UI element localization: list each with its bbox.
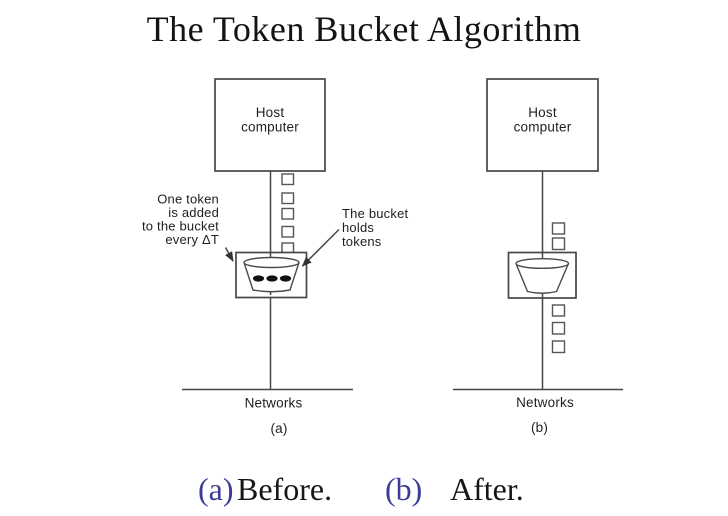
host-computer-label: computer	[514, 120, 572, 135]
caption: (a) Before. (b) After.	[0, 471, 728, 516]
caption-a-text: Before.	[237, 471, 333, 507]
page-title: The Token Bucket Algorithm	[146, 9, 582, 49]
caption-a-label: (a)	[198, 471, 234, 507]
annotation-line: The bucket	[342, 206, 409, 221]
diagram-after: Host computer Networks (b)	[453, 78, 623, 435]
annotation-arrow	[301, 228, 340, 267]
host-computer-label: computer	[241, 120, 299, 135]
annotation-line: is added	[168, 205, 219, 220]
networks-label: Networks	[245, 396, 303, 411]
token-icon	[281, 173, 295, 186]
token-icon	[551, 321, 566, 335]
annotation-bucket-holds-tokens: The bucket holds tokens	[301, 206, 409, 267]
token-dot-icon	[279, 275, 292, 282]
token-icon	[551, 304, 566, 317]
token-dot-icon	[252, 275, 265, 282]
caption-b-text: After.	[450, 471, 524, 507]
annotation-line: One token	[157, 192, 219, 207]
token-icon	[281, 192, 295, 205]
token-icon	[551, 340, 566, 354]
host-computer-label: Host	[528, 105, 557, 120]
token-icon	[551, 222, 566, 235]
diagram-sublabel-a: (a)	[270, 421, 287, 436]
diagram-sublabel-b: (b)	[531, 420, 548, 435]
bucket-rim-icon	[515, 258, 570, 270]
bucket-icon	[515, 263, 570, 294]
caption-b-label: (b)	[385, 471, 423, 507]
annotation-arrow	[224, 247, 234, 262]
annotation-line: tokens	[342, 234, 382, 249]
token-icon	[551, 237, 566, 251]
token-icon	[281, 207, 295, 220]
diagram-before: Host computer One token is added t	[142, 78, 409, 436]
host-computer-label: Host	[256, 105, 285, 120]
bucket-rim-icon	[243, 256, 300, 269]
networks-label: Networks	[516, 395, 574, 410]
annotation-line: every ΔT	[165, 232, 219, 247]
annotation-line: holds	[342, 220, 374, 235]
token-dot-icon	[266, 275, 278, 282]
annotation-line: to the bucket	[142, 219, 219, 234]
host-computer-box	[486, 78, 599, 172]
token-icon	[281, 225, 295, 238]
annotation-one-token: One token is added to the bucket every Δ…	[142, 192, 234, 262]
host-computer-box	[214, 78, 326, 172]
